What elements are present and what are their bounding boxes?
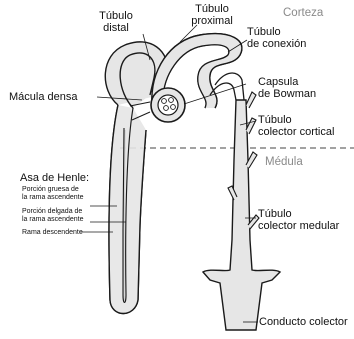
loop-thin-ascending-label: Porción delgada de la rama ascendente: [22, 208, 83, 224]
medullary-collecting-tubule-label: Túbulo colector medular: [258, 208, 339, 232]
loop-thick-ascending-label: Porción gruesa de la rama ascendente: [22, 186, 83, 202]
cortical-collecting-tubule-label: Túbulo colector cortical: [258, 114, 334, 138]
macula-densa-label: Mácula densa: [9, 91, 78, 103]
bowman-capsule-label: Capsula de Bowman: [258, 76, 316, 100]
distal-tubule-label: Túbulo distal: [88, 10, 144, 34]
medulla-label: Médula: [265, 156, 303, 168]
proximal-tubule-label: Túbulo proximal: [182, 3, 242, 27]
connecting-tubule-label: Túbulo de conexión: [247, 26, 306, 50]
collecting-duct-label: Conducto colector: [259, 316, 348, 328]
loop-descending-label: Rama descendente: [22, 229, 83, 237]
cortex-label: Corteza: [283, 7, 323, 19]
loop-of-henle-title: Asa de Henle:: [20, 172, 89, 184]
